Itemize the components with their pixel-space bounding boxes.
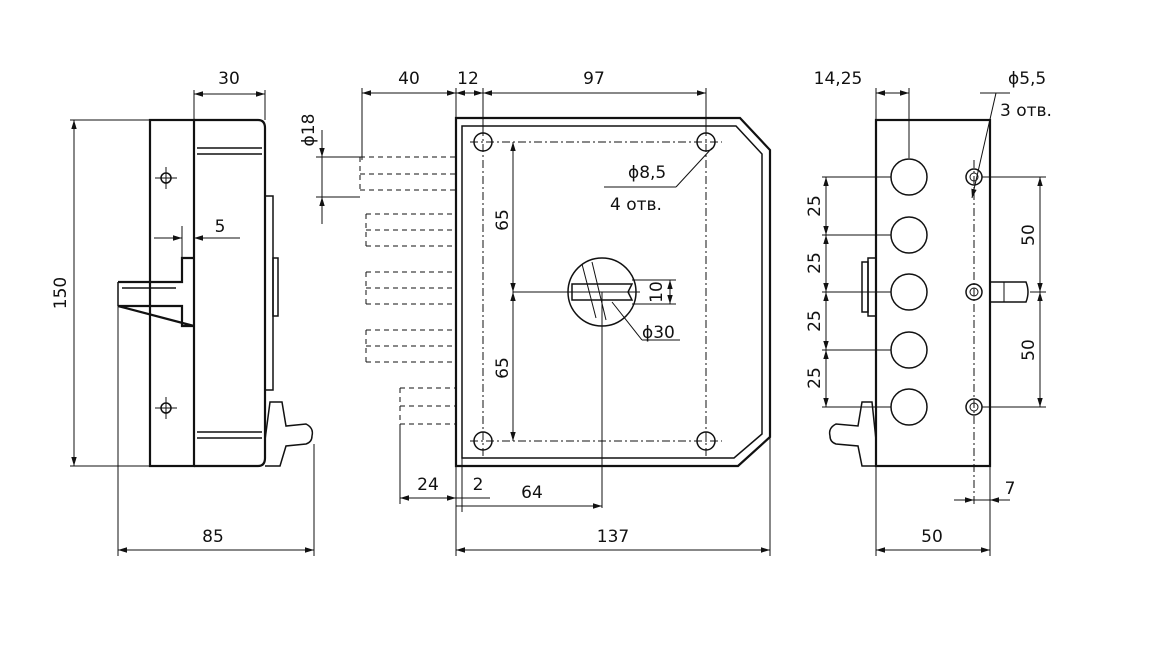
dim-50-width: 50 bbox=[921, 527, 943, 547]
dim-phi-30: ϕ30 bbox=[642, 323, 675, 343]
dim-10: 10 bbox=[647, 281, 667, 303]
bolt-end bbox=[890, 158, 928, 196]
hidden-bolts bbox=[359, 156, 456, 425]
dim-50-upper: 50 bbox=[1019, 224, 1039, 246]
dim-137: 137 bbox=[597, 527, 629, 547]
dim-40: 40 bbox=[398, 69, 420, 89]
bolt-end bbox=[890, 388, 928, 426]
bolt-end bbox=[890, 216, 928, 254]
dim-4-holes: 4 отв. bbox=[610, 195, 662, 215]
dim-2: 2 bbox=[473, 475, 484, 495]
side-plate bbox=[148, 118, 196, 468]
side-body bbox=[194, 118, 267, 468]
dim-97: 97 bbox=[583, 69, 605, 89]
dim-14-25: 14,25 bbox=[814, 69, 863, 89]
bolt bbox=[117, 256, 195, 328]
dim-25-3: 25 bbox=[805, 310, 825, 332]
bolt-end bbox=[890, 331, 928, 369]
dim-85: 85 bbox=[202, 527, 224, 547]
dim-3-holes: 3 отв. bbox=[1000, 101, 1052, 121]
dim-65-upper: 65 bbox=[493, 209, 513, 231]
dim-7: 7 bbox=[1005, 479, 1016, 499]
key-slot bbox=[571, 283, 634, 301]
dim-25-2: 25 bbox=[805, 252, 825, 274]
dim-phi-8-5: ϕ8,5 bbox=[628, 163, 666, 183]
dim-25-1: 25 bbox=[805, 195, 825, 217]
dim-phi-5-5: ϕ5,5 bbox=[1008, 69, 1046, 89]
bolt-end bbox=[890, 273, 928, 311]
dim-65-lower: 65 bbox=[493, 357, 513, 379]
front-view: 40 12 97 ϕ18 ϕ8,5 4 отв. 65 65 10 ϕ30 bbox=[299, 69, 772, 556]
dim-25-4: 25 bbox=[805, 367, 825, 389]
dim-12: 12 bbox=[457, 69, 479, 89]
dim-50-lower: 50 bbox=[1019, 339, 1039, 361]
rear-view: 14,25 ϕ5,5 3 отв. 25 25 25 25 50 50 7 bbox=[805, 69, 1052, 556]
dim-5: 5 bbox=[215, 217, 226, 237]
dim-phi-18: ϕ18 bbox=[299, 114, 319, 147]
dim-24: 24 bbox=[417, 475, 439, 495]
rear-handle bbox=[828, 401, 877, 467]
handle bbox=[264, 401, 314, 467]
dim-64: 64 bbox=[521, 483, 543, 503]
side-view: 30 150 5 85 bbox=[51, 69, 315, 556]
dim-150: 150 bbox=[51, 277, 71, 309]
dim-30: 30 bbox=[218, 69, 240, 89]
